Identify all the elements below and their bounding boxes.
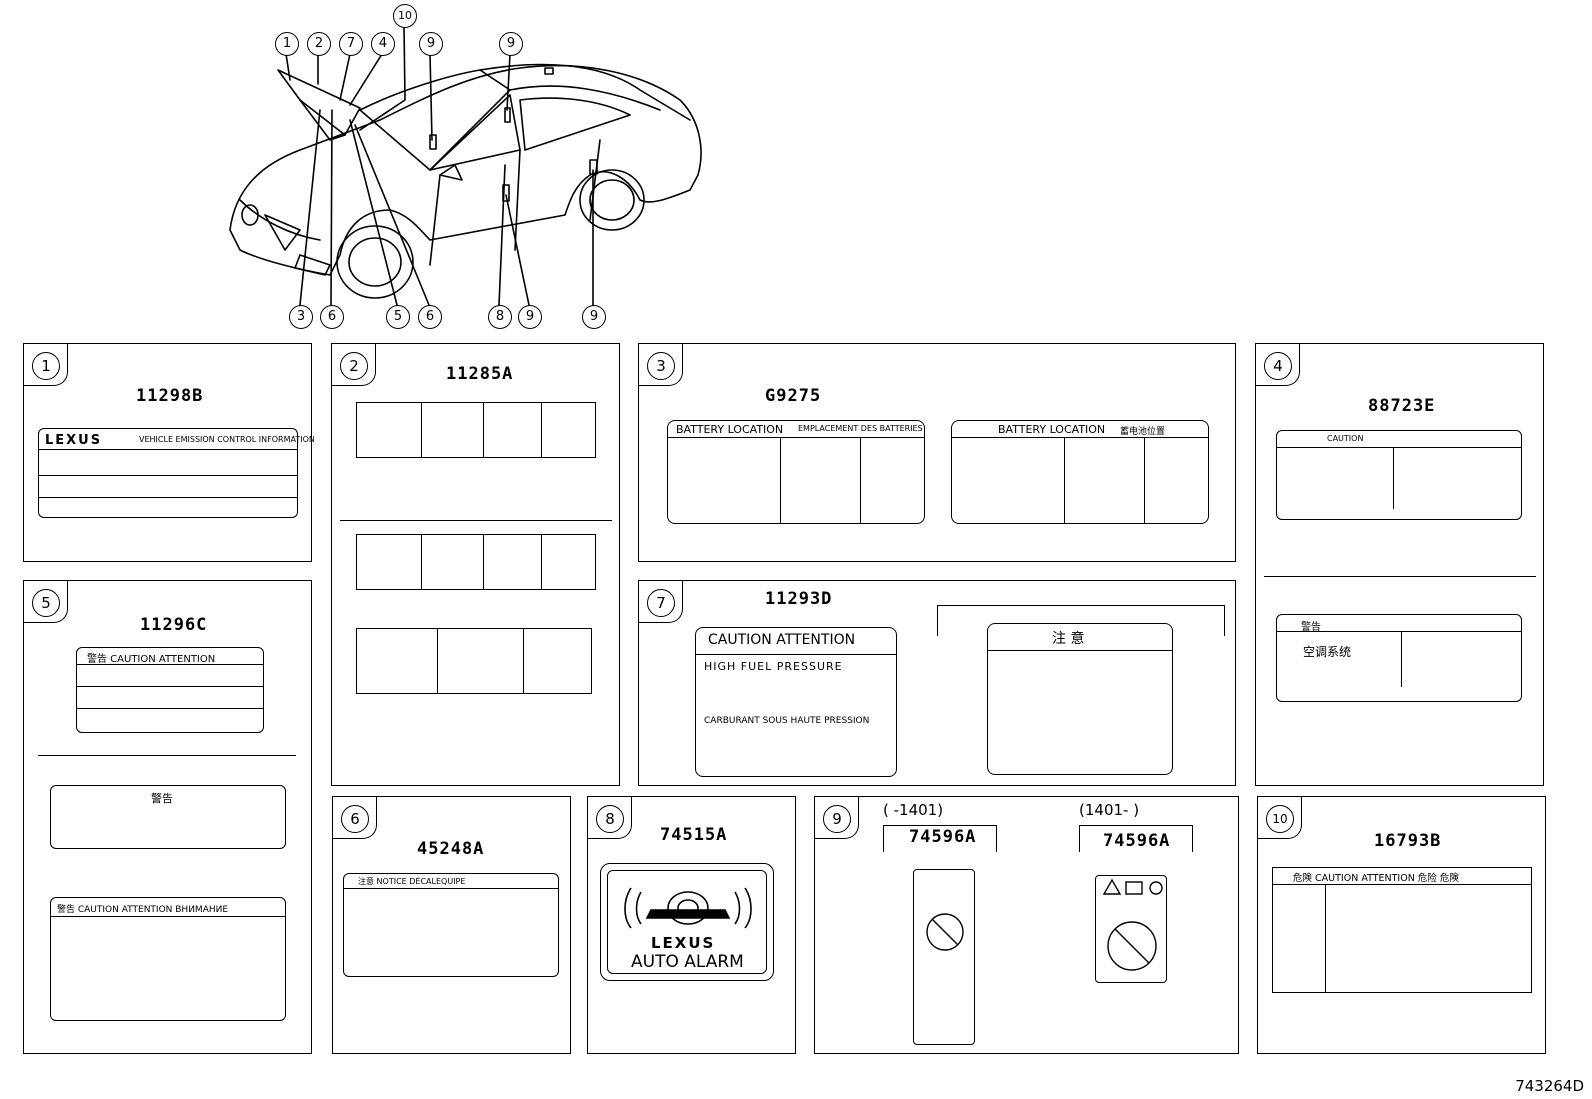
battery-label-left: BATTERY LOCATION EMPLACEMENT DES BATTERI… bbox=[667, 420, 925, 524]
callout-6b: 6 bbox=[418, 305, 442, 329]
callout-9b: 9 bbox=[499, 32, 523, 56]
panel-number: 7 bbox=[647, 589, 675, 617]
period-left: ( -1401) bbox=[883, 801, 944, 819]
panel-number: 4 bbox=[1264, 352, 1292, 380]
auto-alarm-text: AUTO ALARM bbox=[631, 952, 744, 972]
panel-number: 6 bbox=[341, 805, 369, 833]
part-code: 11296C bbox=[140, 615, 208, 635]
emplacement-text: EMPLACEMENT DES BATTERIES bbox=[798, 424, 923, 433]
warning-text: 警告 bbox=[151, 792, 173, 805]
callout-10: 10 bbox=[393, 4, 417, 28]
diagram-id: 743264D bbox=[1515, 1077, 1584, 1095]
brand-text: LEXUS bbox=[45, 433, 103, 448]
auto-alarm-label: LEXUS AUTO ALARM bbox=[600, 863, 774, 981]
panel-number: 3 bbox=[647, 352, 675, 380]
caution-text: CAUTION bbox=[1327, 434, 1364, 443]
no-child-seat-icon bbox=[926, 913, 964, 951]
panel-7: 7 11293D CAUTION ATTENTION HIGH FUEL PRE… bbox=[638, 580, 1236, 786]
carburant-text: CARBURANT SOUS HAUTE PRESSION bbox=[704, 716, 870, 726]
airbag-label-right bbox=[1095, 875, 1167, 983]
callout-9a: 9 bbox=[419, 32, 443, 56]
brand-text: LEXUS bbox=[651, 934, 716, 952]
part-code-left: 74596A bbox=[909, 827, 977, 847]
caution-label-4b: 警告 空调系统 bbox=[1276, 614, 1522, 702]
high-fuel-pressure-text: HIGH FUEL PRESSURE bbox=[704, 660, 843, 673]
panel-number: 2 bbox=[340, 352, 368, 380]
part-code: 11285A bbox=[446, 364, 514, 384]
label-2a bbox=[356, 402, 596, 458]
panel-number: 10 bbox=[1266, 805, 1294, 833]
part-code: 11293D bbox=[765, 589, 833, 609]
caution-text: 警告 CAUTION ATTENTION bbox=[87, 654, 216, 665]
part-code: 45248A bbox=[417, 839, 485, 859]
panel-5: 5 11296C 警告 CAUTION ATTENTION 警告 警告 CAUT… bbox=[23, 580, 312, 1054]
panel-2: 2 11285A bbox=[331, 343, 620, 786]
callout-9c: 9 bbox=[518, 305, 542, 329]
panel-4: 4 88723E CAUTION 警告 空调系统 bbox=[1255, 343, 1544, 786]
panel-number: 9 bbox=[823, 805, 851, 833]
airbag-label-left bbox=[913, 869, 975, 1045]
alarm-car-icon bbox=[624, 887, 752, 929]
caution-attention-text: CAUTION ATTENTION bbox=[708, 632, 856, 648]
caution-label-5c: 警告 CAUTION ATTENTION ВНИМАНИЕ bbox=[50, 897, 286, 1021]
emission-label: LEXUS VEHICLE EMISSION CONTROL INFORMATI… bbox=[38, 428, 315, 518]
caution-label-cn: 注 意 bbox=[987, 623, 1173, 775]
callout-1: 1 bbox=[275, 32, 299, 56]
part-code-right: 74596A bbox=[1103, 831, 1171, 851]
aircon-system-text: 空调系统 bbox=[1303, 645, 1352, 659]
battery-location-text: BATTERY LOCATION bbox=[676, 423, 784, 436]
part-code: 16793B bbox=[1374, 831, 1442, 851]
emission-text: VEHICLE EMISSION CONTROL INFORMATION bbox=[139, 435, 315, 444]
caution-cn-text: 注 意 bbox=[1052, 631, 1085, 647]
no-child-seat-icon bbox=[1102, 878, 1163, 971]
battery-location-text: BATTERY LOCATION bbox=[998, 423, 1106, 436]
panel-number: 5 bbox=[32, 589, 60, 617]
panel-3: 3 G9275 BATTERY LOCATION EMPLACEMENT DES… bbox=[638, 343, 1236, 562]
panel-8: 8 74515A LEXUS AUTO ALARM bbox=[587, 796, 796, 1054]
callout-9d: 9 bbox=[582, 305, 606, 329]
caution-text: 警告 CAUTION ATTENTION ВНИМАНИЕ bbox=[57, 905, 229, 915]
callout-4: 4 bbox=[371, 32, 395, 56]
warning-text: 警告 bbox=[1301, 622, 1321, 633]
battery-label-right: BATTERY LOCATION 蓄电池位置 bbox=[951, 420, 1209, 524]
notice-label: 注意 NOTICE DÉCALEQUIPE bbox=[343, 873, 559, 977]
fuel-pressure-label: CAUTION ATTENTION HIGH FUEL PRESSURE CAR… bbox=[695, 627, 897, 777]
notice-text: 注意 NOTICE DÉCALEQUIPE bbox=[358, 877, 466, 886]
panel-9: 9 ( -1401) 74596A (1401- ) 74596A bbox=[814, 796, 1239, 1054]
caution-label-5a: 警告 CAUTION ATTENTION bbox=[76, 647, 264, 733]
part-code: G9275 bbox=[765, 386, 822, 406]
caution-label-5b: 警告 bbox=[50, 785, 286, 849]
caution-label-4a: CAUTION bbox=[1276, 430, 1522, 520]
danger-label: 危険 CAUTION ATTENTION 危险 危険 bbox=[1272, 867, 1532, 993]
panel-number: 1 bbox=[32, 352, 60, 380]
callout-5: 5 bbox=[386, 305, 410, 329]
callout-6a: 6 bbox=[320, 305, 344, 329]
car-illustration bbox=[229, 25, 702, 306]
part-code: 88723E bbox=[1368, 396, 1436, 416]
part-code: 74515A bbox=[660, 825, 728, 845]
callout-2: 2 bbox=[307, 32, 331, 56]
period-right: (1401- ) bbox=[1079, 801, 1140, 819]
callout-3: 3 bbox=[289, 305, 313, 329]
battery-location-cn-text: 蓄电池位置 bbox=[1120, 427, 1166, 437]
label-2b bbox=[356, 534, 596, 590]
label-2c bbox=[356, 628, 592, 694]
callout-7: 7 bbox=[339, 32, 363, 56]
danger-text: 危険 CAUTION ATTENTION 危险 危険 bbox=[1293, 873, 1459, 884]
panel-6: 6 45248A 注意 NOTICE DÉCALEQUIPE bbox=[332, 796, 571, 1054]
callout-8: 8 bbox=[488, 305, 512, 329]
part-code: 11298B bbox=[136, 386, 204, 406]
panel-number: 8 bbox=[596, 805, 624, 833]
panel-10: 10 16793B 危険 CAUTION ATTENTION 危险 危険 bbox=[1257, 796, 1546, 1054]
panel-1: 1 11298B LEXUS VEHICLE EMISSION CONTROL … bbox=[23, 343, 315, 562]
